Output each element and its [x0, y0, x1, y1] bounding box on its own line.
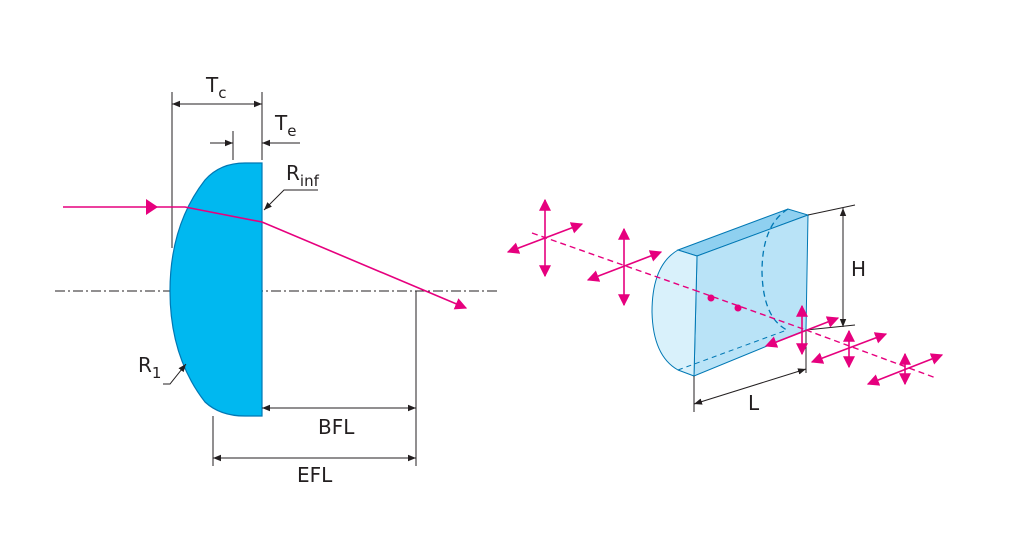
ray-path	[63, 206, 468, 310]
h-label: H	[851, 257, 866, 281]
rinf-leader	[263, 189, 318, 211]
lens-body	[169, 162, 263, 417]
polarization-cross-2	[586, 227, 663, 307]
lens-side-view: Tc Te Rinf R1 BFL EFL	[55, 73, 500, 487]
l-dimension	[693, 368, 807, 405]
r1-label: R1	[138, 353, 161, 382]
l-label: L	[748, 391, 760, 415]
te-label: Te	[274, 111, 296, 140]
tc-label: Tc	[205, 73, 226, 102]
polarization-cross-4	[810, 329, 888, 369]
lens-isometric-view: H L	[506, 198, 944, 415]
polarization-cross-1	[506, 198, 584, 278]
r1-leader	[163, 363, 187, 385]
efl-label: EFL	[297, 463, 333, 487]
polarization-cross-3	[764, 304, 840, 356]
beam-point-2	[734, 304, 742, 312]
polarization-cross-5	[866, 352, 944, 386]
bfl-label: BFL	[318, 415, 355, 439]
rinf-label: Rinf	[286, 161, 320, 190]
beam-point-1	[707, 294, 715, 302]
ray-direction-arrow	[146, 199, 158, 215]
rod-curved-face	[651, 249, 698, 377]
beam-axis-out	[805, 329, 937, 379]
rod-hidden-edge	[677, 329, 788, 371]
